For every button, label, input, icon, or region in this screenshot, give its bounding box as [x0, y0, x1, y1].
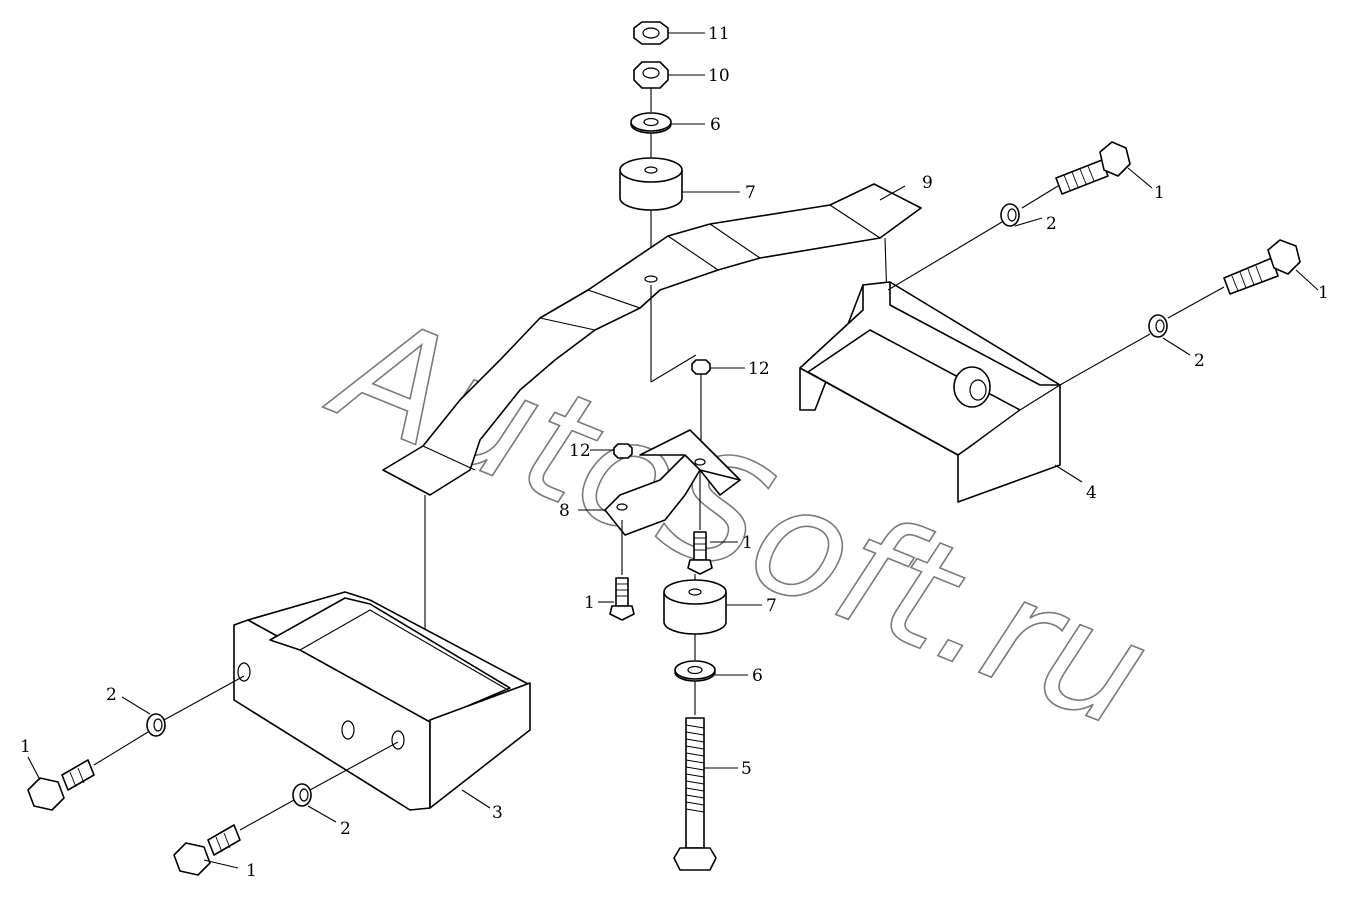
lock-washer-2-left-lower: [292, 741, 399, 823]
callout-10: 10: [708, 66, 730, 86]
callout-2-right-upper: 2: [1046, 214, 1057, 234]
axis-spring-bracket-2: [650, 354, 697, 383]
bolt-1-left-upper: [27, 731, 149, 811]
small-nut-12-a: [691, 359, 745, 440]
washer-6-bottom: [674, 660, 748, 682]
callout-2-left-lower: 2: [340, 819, 351, 839]
callout-7-top: 7: [745, 183, 756, 203]
callout-2-right-lower: 2: [1194, 351, 1205, 371]
callout-11: 11: [708, 24, 730, 44]
nut-10: [633, 61, 705, 89]
small-bolt-1-a: [687, 531, 738, 575]
rubber-bushing-7-top: [619, 157, 740, 211]
callout-3: 3: [492, 803, 503, 823]
nut-11: [633, 21, 705, 45]
callout-6-top: 6: [710, 115, 721, 135]
bolt-1-right-upper: [1021, 141, 1153, 209]
bolt-1-right-lower: [1167, 239, 1319, 319]
callout-1-mid-a: 1: [742, 533, 753, 553]
callout-1-mid-b: 1: [584, 593, 595, 613]
callout-2-left-upper: 2: [106, 685, 117, 705]
callout-7-bottom: 7: [766, 596, 777, 616]
clamp-bracket-8: [578, 429, 741, 575]
lock-washer-2-right-lower: [1059, 314, 1191, 386]
bolt-1-left-lower: [173, 799, 295, 876]
lock-washer-2-left-upper: [121, 675, 245, 737]
lock-washer-2-right-upper: [887, 203, 1043, 291]
mounting-bracket-4: [799, 281, 1083, 503]
callout-9: 9: [922, 173, 933, 193]
callout-1-right-lower: 1: [1318, 283, 1329, 303]
callout-1-right-upper: 1: [1154, 183, 1165, 203]
small-nut-12-b: [590, 443, 633, 459]
long-bolt-5: [673, 717, 738, 871]
callout-1-left-upper: 1: [20, 737, 31, 757]
callout-12-b: 12: [569, 441, 591, 461]
mounting-bracket-3: [233, 591, 531, 811]
washer-6-top: [630, 112, 705, 134]
callout-6-bottom: 6: [752, 666, 763, 686]
callout-12-a: 12: [748, 359, 770, 379]
callout-4: 4: [1086, 483, 1097, 503]
callout-8: 8: [559, 501, 570, 521]
callout-1-left-lower: 1: [246, 861, 257, 881]
small-bolt-1-b: [598, 577, 635, 621]
callout-5: 5: [741, 759, 752, 779]
rubber-bushing-7-bottom: [663, 579, 762, 635]
